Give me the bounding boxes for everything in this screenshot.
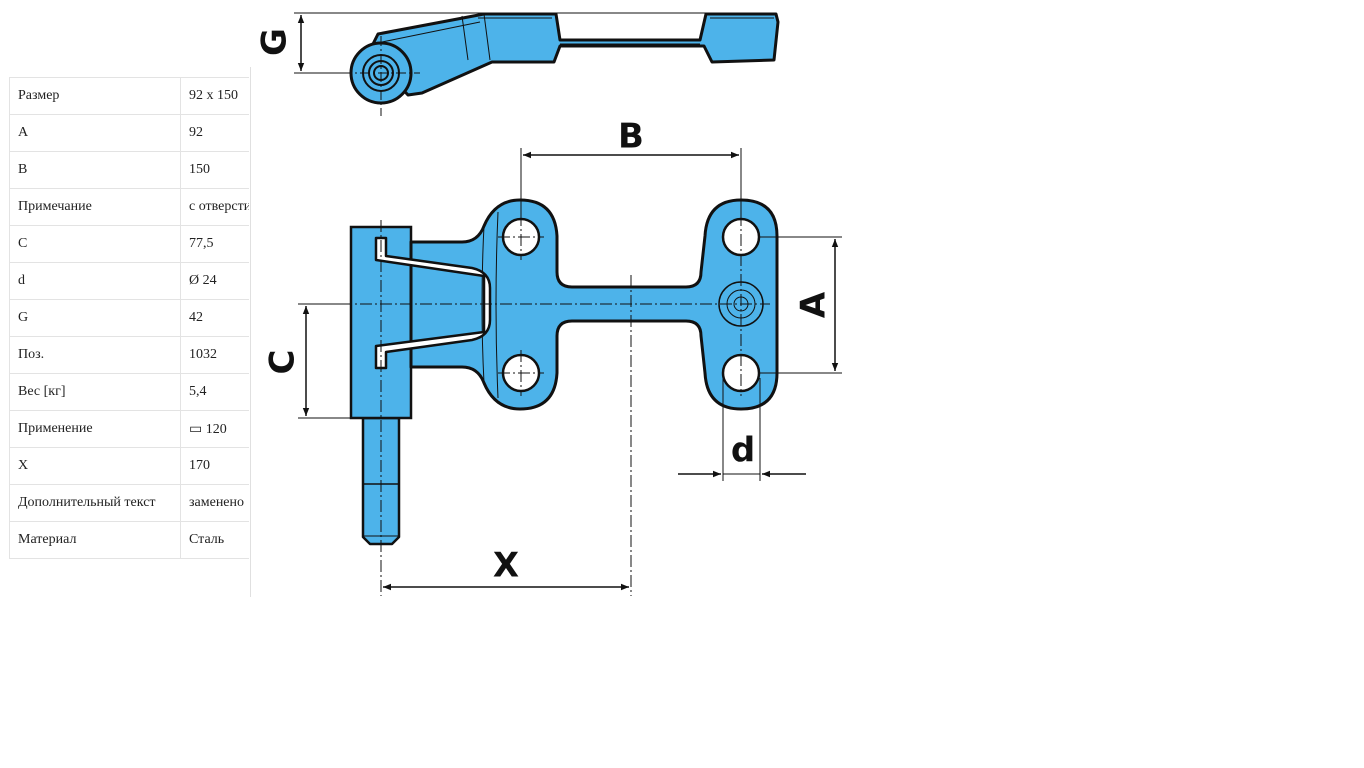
spec-label: d xyxy=(9,262,181,300)
dimension-label-a: A xyxy=(794,291,834,318)
dimension-label-d: d xyxy=(731,431,755,471)
spec-value: Сталь xyxy=(180,521,249,559)
dimension-g: G xyxy=(255,12,776,74)
dimension-label-b: B xyxy=(618,117,644,157)
spec-value: 5,4 xyxy=(180,373,249,411)
plan-view xyxy=(300,198,779,596)
column-divider xyxy=(250,67,251,597)
table-row: Поз.1032 xyxy=(9,336,249,374)
dimension-label-c: C xyxy=(263,350,303,375)
dimension-label-x: X xyxy=(493,546,519,586)
dimension-c: C xyxy=(263,303,352,419)
dimension-label-g: G xyxy=(255,28,295,56)
dimension-a: A xyxy=(760,236,842,374)
spec-value: 92 xyxy=(180,114,249,152)
dimension-x: X xyxy=(383,546,629,591)
spec-value: 77,5 xyxy=(180,225,249,263)
spec-label: Размер xyxy=(9,77,181,115)
dimension-d: d xyxy=(678,378,806,481)
spec-label: Применение xyxy=(9,410,181,448)
spec-value: 170 xyxy=(180,447,249,485)
spec-label: Примечание xyxy=(9,188,181,226)
spec-value: ▭ 120 xyxy=(180,410,249,448)
spec-value: 42 xyxy=(180,299,249,337)
side-view xyxy=(342,12,780,116)
spec-label: Поз. xyxy=(9,336,181,374)
fork-slot xyxy=(374,236,492,370)
dimension-b: B xyxy=(520,117,742,226)
spec-value: 150 xyxy=(180,151,249,189)
spec-value: 92 x 150 xyxy=(180,77,249,115)
table-row: Применение▭ 120 xyxy=(9,410,249,448)
side-view-arm xyxy=(370,12,780,97)
spec-value: 1032 xyxy=(180,336,249,374)
